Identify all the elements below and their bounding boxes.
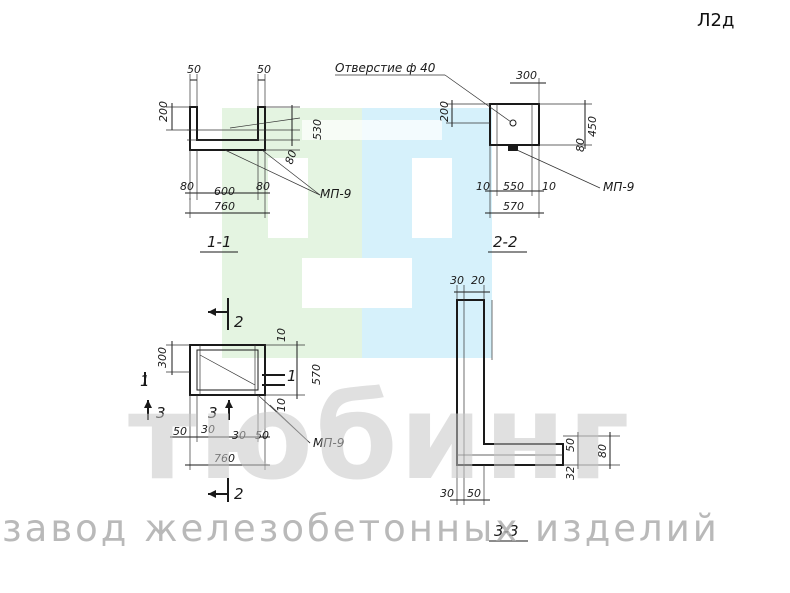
dim-plan-300: 300 <box>156 347 169 368</box>
dim-1-200: 200 <box>157 101 170 122</box>
cut-mark-1-right: 1 <box>287 367 297 385</box>
cut-mark-2-top: 2 <box>234 313 244 331</box>
dim-2-10b: 10 <box>542 180 556 193</box>
dim-plan-50b: 50 <box>255 429 269 442</box>
dim-2-570: 570 <box>503 200 524 213</box>
watermark-white-cut-4 <box>302 120 442 140</box>
dim-3-50b: 50 <box>467 487 481 500</box>
dim-3-32: 32 <box>564 466 577 480</box>
dim-plan-30a: 30 <box>201 423 215 436</box>
sheet-code: Л2д <box>697 10 735 31</box>
dim-1-600: 600 <box>214 185 235 198</box>
dim-1-760: 760 <box>214 200 235 213</box>
label-mp-9-c: МП-9 <box>313 436 344 450</box>
cut-mark-3-center: 3 <box>208 404 218 422</box>
cut-mark-3-left: 3 <box>156 404 166 422</box>
section-title-2-2: 2-2 <box>493 233 518 251</box>
dim-2-80: 80 <box>574 138 587 152</box>
dim-plan-10a: 10 <box>275 328 288 342</box>
dim-plan-570: 570 <box>310 364 323 385</box>
dim-1-530: 530 <box>311 119 324 140</box>
dim-1-50b: 50 <box>257 63 271 76</box>
dim-2-550: 550 <box>503 180 524 193</box>
dim-3-50: 50 <box>564 438 577 452</box>
view-section-2-2: 300 200 450 80 Отверстие ф 40 МП-9 10 55… <box>335 61 634 253</box>
section-title-1-1: 1-1 <box>207 233 232 251</box>
cut-mark-1-left: 1 <box>140 372 150 390</box>
watermark-white-cut-1 <box>268 158 308 238</box>
label-mp-9-b: МП-9 <box>603 180 634 194</box>
watermark-white-cut-3 <box>412 158 452 238</box>
dim-3-30b: 30 <box>440 487 454 500</box>
dim-3-20: 20 <box>471 274 485 287</box>
view-section-3-3: 30 20 50 80 32 30 50 3-3 <box>440 274 620 542</box>
dim-3-30: 30 <box>450 274 464 287</box>
dim-plan-30b: 30 <box>232 429 246 442</box>
dim-plan-10b: 10 <box>275 398 288 412</box>
dim-2-450: 450 <box>586 116 599 137</box>
section-title-3-3: 3-3 <box>494 522 519 540</box>
dim-2-200: 200 <box>438 101 451 122</box>
dim-2-10a: 10 <box>476 180 490 193</box>
dim-plan-50a: 50 <box>173 425 187 438</box>
dim-2-300: 300 <box>516 69 537 82</box>
view-section-1-1: 50 50 200 530 80 80 600 80 760 МП-9 1-1 <box>157 63 351 253</box>
view-plan: 300 10 570 10 50 30 30 50 760 МП-9 2 2 <box>140 298 344 503</box>
dim-plan-760: 760 <box>214 452 235 465</box>
dim-3-80: 80 <box>596 444 609 458</box>
watermark-logo <box>222 108 492 358</box>
label-hole: Отверстие ф 40 <box>335 61 436 75</box>
dim-1-80r: 80 <box>283 148 300 166</box>
watermark-white-cut-2 <box>302 258 412 308</box>
label-mp-9-a: МП-9 <box>320 187 351 201</box>
cut-mark-2-bottom: 2 <box>234 485 244 503</box>
dim-1-80b: 80 <box>256 180 270 193</box>
dim-1-50a: 50 <box>187 63 201 76</box>
dim-1-80a: 80 <box>180 180 194 193</box>
